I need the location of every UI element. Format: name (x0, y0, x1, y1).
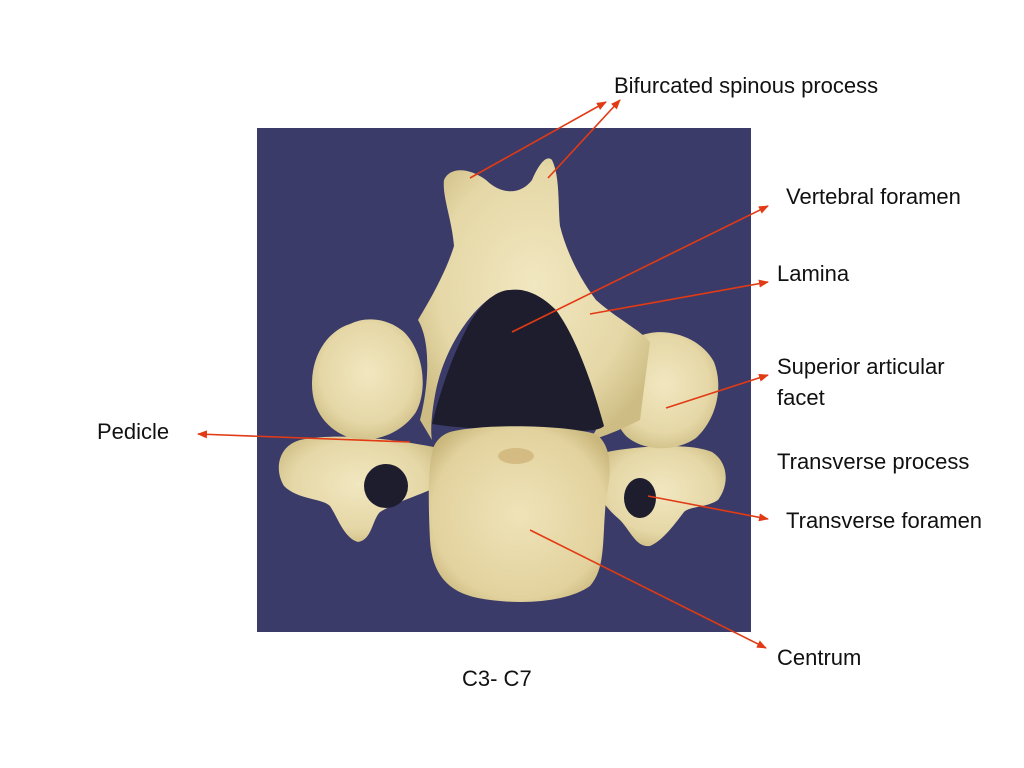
arrow-pedicle (197, 430, 411, 443)
arrow-transverse-foramen (647, 495, 769, 522)
arrow-bifurcated-right (547, 99, 621, 179)
label-lamina: Lamina (777, 261, 850, 286)
arrow-centrum (529, 529, 767, 649)
label-transverse-foramen: Transverse foramen (786, 508, 983, 533)
arrow-superior-facet (665, 373, 769, 409)
label-vertebral-foramen: Vertebral foramen (786, 184, 961, 209)
arrow-bifurcated-left (469, 101, 607, 179)
label-centrum: Centrum (777, 645, 862, 670)
right-transverse-process (597, 446, 726, 547)
left-transverse-foramen-hole (364, 464, 408, 508)
label-transverse-process: Transverse process (777, 449, 970, 474)
label-pedicle: Pedicle (97, 419, 170, 444)
arrow-vertebral-foramen (511, 205, 769, 333)
slide-caption: C3- C7 (462, 666, 532, 691)
label-bifurcated-spinous-process: Bifurcated spinous process (614, 73, 879, 98)
label-superior-articular: Superior articular (777, 354, 945, 379)
right-transverse-foramen-hole (624, 478, 656, 518)
vertebral-foramen-hole (432, 289, 604, 431)
centrum-marking (498, 448, 534, 464)
centrum-body (428, 426, 610, 602)
label-facet: facet (777, 385, 825, 410)
pointer-arrows (197, 99, 769, 649)
arrow-lamina (589, 279, 769, 315)
left-transverse-process (278, 436, 438, 542)
vertebra-photo (257, 128, 751, 632)
left-articular-facet (312, 319, 423, 440)
